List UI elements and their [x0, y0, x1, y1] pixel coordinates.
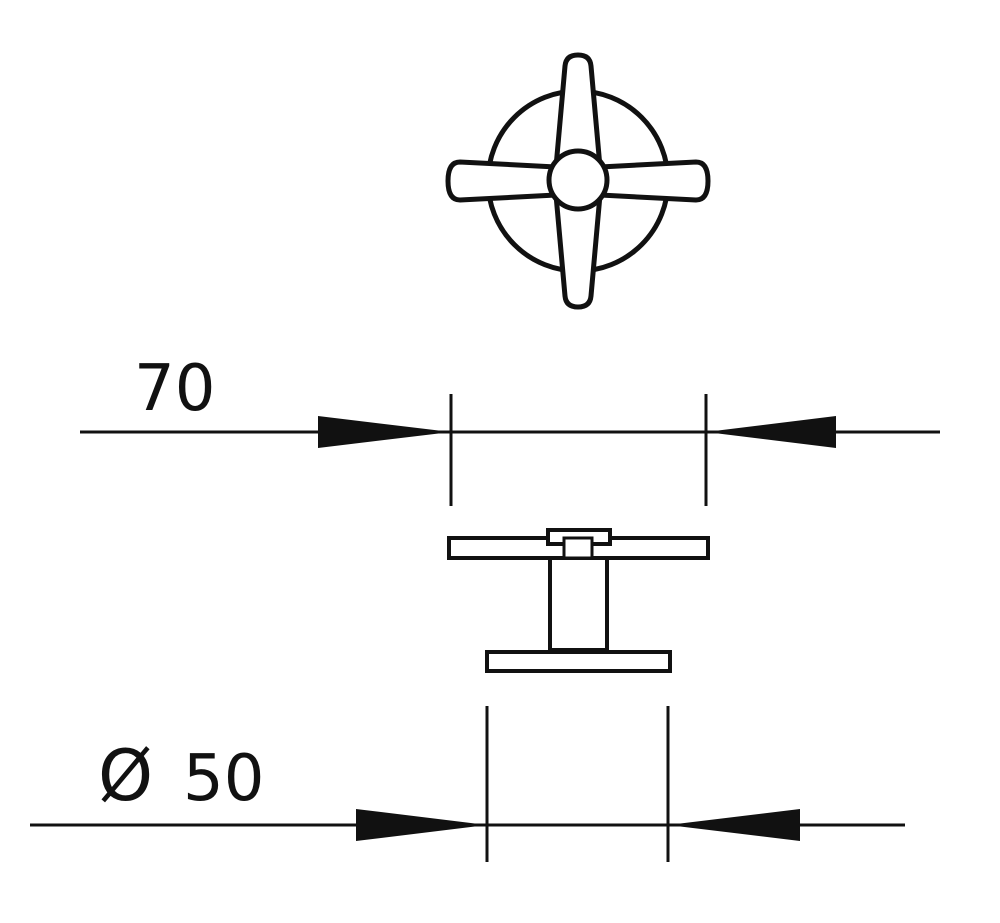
- arrow-right-pointing-70: [318, 416, 451, 448]
- dimension-label-70: 70: [134, 352, 215, 426]
- dimension-70: 70: [80, 352, 940, 506]
- cross-handle-top-view: [445, 52, 711, 310]
- arrow-left-pointing-50: [668, 809, 800, 841]
- center-hub: [546, 148, 610, 212]
- arrow-left-pointing-70: [706, 416, 836, 448]
- stem: [548, 543, 609, 652]
- base-plate: [485, 650, 672, 673]
- hub-inner: [562, 536, 594, 560]
- arrow-right-pointing-50: [356, 809, 487, 841]
- diameter-symbol: Ø: [98, 735, 153, 817]
- dimension-label-50: 50: [183, 742, 264, 816]
- dimension-diameter-50: Ø 50: [30, 706, 905, 862]
- handle-side-view: [447, 528, 710, 673]
